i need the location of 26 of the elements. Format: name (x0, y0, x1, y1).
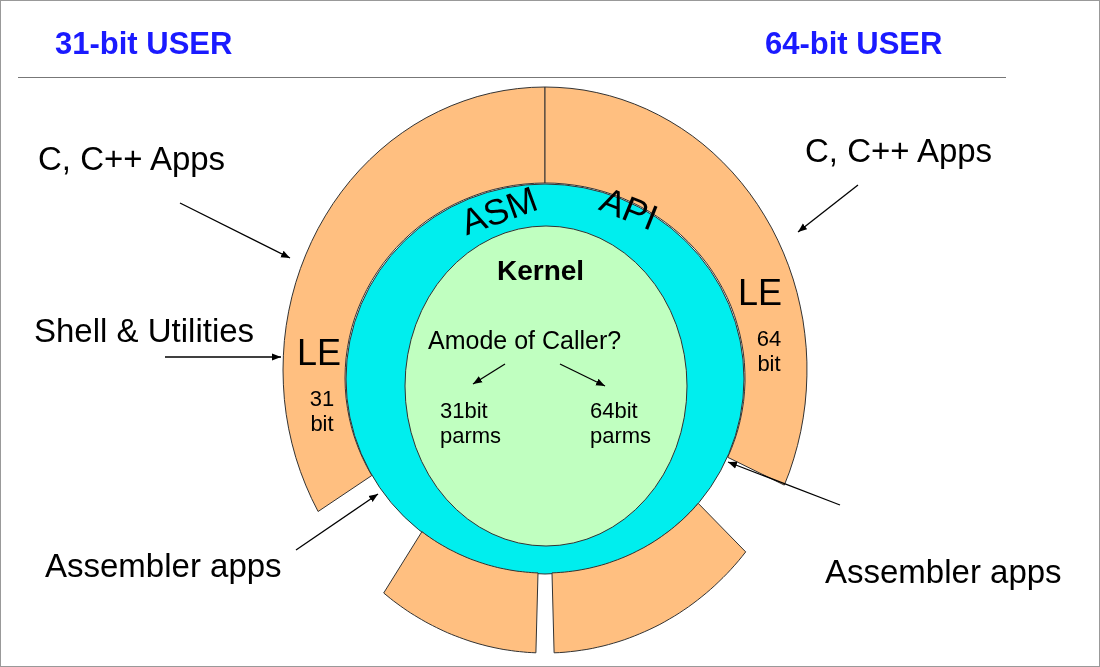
ring-segment (551, 503, 746, 653)
app-label: C, C++ Apps (805, 132, 993, 170)
app-label: Shell & Utilities (34, 312, 255, 350)
ring-label: API (594, 178, 664, 239)
section-heading: 64-bit USER (765, 26, 943, 62)
app-label: Assembler apps (45, 547, 282, 585)
segment-label: 31 bit (308, 386, 336, 437)
app-label: Assembler apps (825, 553, 1062, 591)
arrow (727, 461, 841, 506)
arrow (559, 363, 606, 387)
kernel-title: Kernel (497, 255, 585, 288)
ring-label: ASM (455, 177, 543, 244)
app-label: C, C++ Apps (38, 140, 226, 178)
kernel-text: 64bit parms (590, 398, 670, 449)
arrow (164, 353, 282, 361)
section-heading: 31-bit USER (55, 26, 233, 62)
arrow (179, 202, 291, 259)
segment-label: LE (297, 332, 342, 374)
arrow (295, 493, 379, 551)
arrow (797, 184, 859, 233)
kernel-text: 31bit parms (440, 398, 520, 449)
segment-label: 64 bit (755, 326, 783, 377)
kernel-text: Amode of Caller? (428, 326, 622, 355)
ring-segment (383, 531, 539, 653)
arrow (472, 363, 506, 385)
segment-label: LE (738, 272, 783, 314)
